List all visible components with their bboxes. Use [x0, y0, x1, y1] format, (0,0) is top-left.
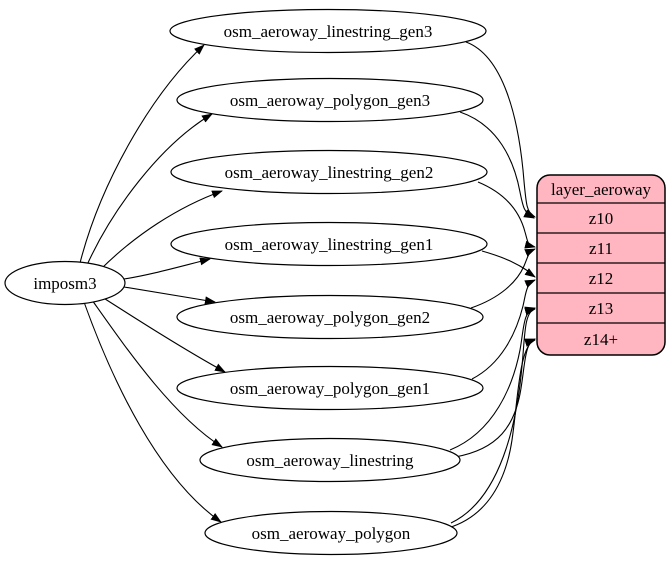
node-osm-aeroway-polygon: osm_aeroway_polygon [204, 510, 458, 556]
node-osm-aeroway-polygon-gen1: osm_aeroway_polygon_gen1 [176, 365, 484, 411]
edge-osm-aeroway-polygon-to-z13 [450, 307, 536, 524]
layer-row-z10: z10 [589, 209, 614, 228]
layer-title: layer_aeroway [551, 180, 652, 199]
edge-imposm3-to-osm-aeroway-linestring-gen3 [79, 44, 205, 264]
node-osm-aeroway-linestring: osm_aeroway_linestring [199, 437, 461, 483]
node-osm-aeroway-polygon-gen2: osm_aeroway_polygon_gen2 [176, 294, 484, 340]
edge-osm-aeroway-linestring-gen1-to-z12 [481, 250, 536, 278]
table-label: osm_aeroway_polygon_gen2 [230, 308, 430, 327]
edge-osm-aeroway-linestring-gen2-to-z11 [477, 181, 536, 249]
edge-imposm3-to-osm-aeroway-polygon-gen3 [86, 113, 213, 266]
table-ellipse [204, 510, 458, 556]
layer-row-z13: z13 [589, 299, 614, 318]
node-osm-aeroway-linestring-gen2: osm_aeroway_linestring_gen2 [170, 149, 488, 195]
table-label: osm_aeroway_linestring_gen3 [224, 22, 433, 41]
edge-osm-aeroway-polygon-gen3-to-z10 [459, 111, 535, 219]
node-osm-aeroway-linestring-gen3: osm_aeroway_linestring_gen3 [169, 8, 487, 54]
edge-osm-aeroway-linestring-to-z13 [449, 306, 536, 451]
table-ellipse [176, 365, 484, 411]
table-ellipse [176, 77, 484, 123]
layer-aeroway-box [536, 174, 666, 356]
table-ellipse [170, 149, 488, 195]
table-ellipse [176, 294, 484, 340]
table-label: osm_aeroway_polygon [252, 524, 411, 543]
edge-imposm3-to-osm-aeroway-polygon-gen1 [101, 296, 226, 373]
edge-osm-aeroway-polygon-to-z14 [447, 339, 536, 529]
layer-row-z12: z12 [589, 269, 614, 288]
edge-osm-aeroway-linestring-to-z14 [454, 338, 536, 458]
edge-osm-aeroway-linestring-gen3-to-z10 [465, 41, 536, 218]
table-label: osm_aeroway_linestring_gen1 [225, 235, 434, 254]
node-osm-aeroway-linestring-gen1: osm_aeroway_linestring_gen1 [170, 221, 488, 267]
table-label: osm_aeroway_linestring [246, 451, 414, 470]
layer-row-z14plus: z14+ [584, 330, 618, 349]
edge-imposm3-to-osm-aeroway-linestring [91, 299, 223, 448]
edge-osm-aeroway-polygon-gen2-to-z11 [470, 248, 536, 309]
node-imposm3: imposm3 [4, 260, 126, 306]
imposm3-label: imposm3 [33, 274, 96, 293]
edge-imposm3-to-osm-aeroway-polygon-gen2 [123, 286, 216, 305]
edge-osm-aeroway-polygon-gen1-to-z12 [471, 279, 536, 380]
table-ellipse [199, 437, 461, 483]
table-label: osm_aeroway_polygon_gen3 [230, 91, 430, 110]
edges-source-to-tables [79, 44, 226, 523]
table-label: osm_aeroway_polygon_gen1 [230, 379, 430, 398]
node-layer-aeroway: layer_aeroway z10 z11 z12 z13 z14+ [536, 174, 666, 356]
layer-row-z11: z11 [589, 239, 613, 258]
edge-imposm3-to-osm-aeroway-linestring-gen1 [123, 257, 211, 280]
table-ellipse [169, 8, 487, 54]
edge-imposm3-to-osm-aeroway-linestring-gen2 [99, 190, 223, 271]
node-osm-aeroway-polygon-gen3: osm_aeroway_polygon_gen3 [176, 77, 484, 123]
edge-imposm3-to-osm-aeroway-polygon [83, 301, 222, 523]
table-ellipse [170, 221, 488, 267]
table-label: osm_aeroway_linestring_gen2 [225, 163, 434, 182]
imposm3-ellipse [4, 260, 126, 306]
edges-tables-to-layer [447, 41, 536, 529]
